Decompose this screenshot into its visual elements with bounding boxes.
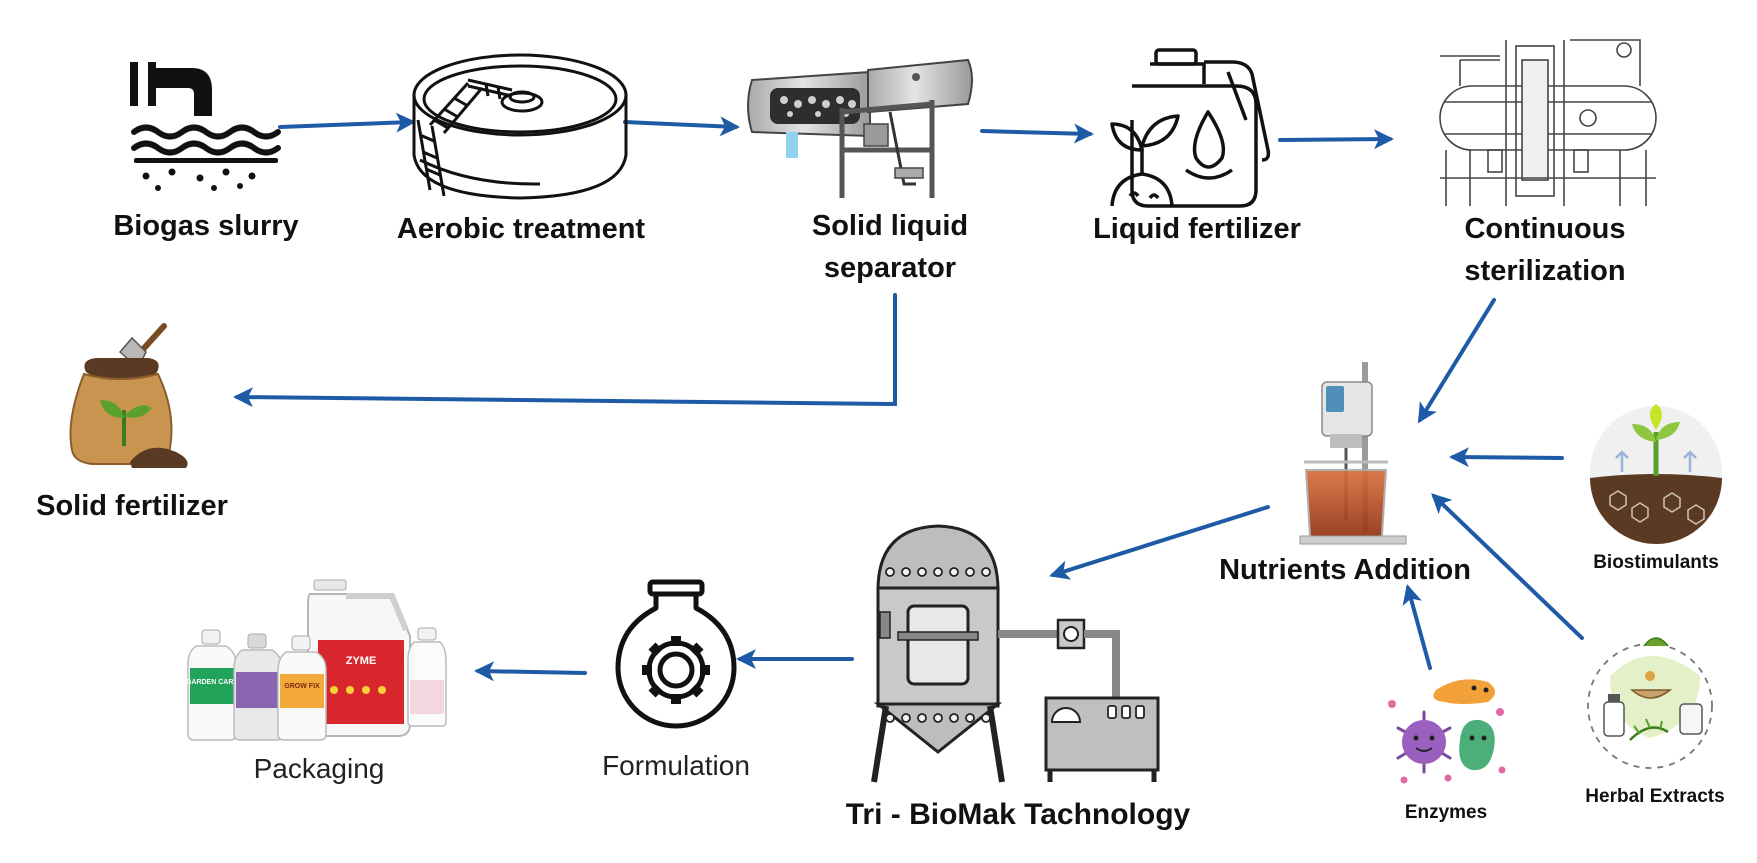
arrow-formulation-to-packaging [474,661,587,682]
label-continuous-sterilization-line1: Continuous [1464,213,1626,245]
screw-press-icon [747,58,973,198]
label-solid-liquid-separator-line1: Solid liquid [811,210,969,242]
arrow-aerobic-to-separator [623,116,740,137]
fertilizer-sack-icon [69,323,188,468]
label-packaging: Packaging [253,753,385,784]
sterilizer-vessel-icon [1439,39,1657,206]
label-biogas-slurry: Biogas slurry [113,210,299,242]
circular-tank-icon [412,53,628,200]
arrow-herbal-to-nutrients [1431,493,1584,640]
arrow-nutrients-to-biomak [1049,505,1270,580]
fermenter-tank-icon [871,524,1160,783]
pipe-waves-icon [130,62,281,191]
herbal-extract-icon [1587,637,1713,769]
arrow-liquid-to-sterilization [1278,129,1394,150]
product-bottle-3-text: GROW FIX [284,683,320,690]
jerrycan-plant-icon [1110,48,1271,208]
label-solid-liquid-separator-line2: separator [823,252,957,284]
label-biostimulants: Biostimulants [1593,552,1719,573]
product-bottles-icon: ZYME GARDEN CARE GROW FIX [186,579,447,741]
soil-sprout-icon [1590,404,1722,544]
arrow-biostimulants-to-nutrients [1449,447,1564,468]
flask-gear-icon [615,579,737,729]
stirrer-beaker-icon [1299,362,1407,545]
flow-arrows [233,112,1584,682]
label-aerobic-treatment: Aerobic treatment [396,213,646,245]
label-herbal-extracts: Herbal Extracts [1585,786,1725,807]
label-nutrients-addition: Nutrients Addition [1219,554,1471,586]
arrow-slurry-to-aerobic [278,112,416,133]
arrow-separator-to-liquid [980,123,1094,144]
microbes-icon [1388,679,1506,784]
arrow-enzymes-to-nutrients [1402,584,1432,670]
label-liquid-fertilizer: Liquid fertilizer [1093,213,1301,245]
arrow-separator-to-solid [233,293,897,408]
product-bottle-1-text: GARDEN CARE [186,679,238,686]
label-solid-fertilizer: Solid fertilizer [36,490,228,522]
label-enzymes: Enzymes [1404,802,1488,823]
arrow-sterilization-to-nutrients [1417,298,1496,424]
label-tri-biomak: Tri - BioMak Tachnology [845,798,1191,831]
label-formulation: Formulation [602,750,750,781]
product-jerrycan-text: ZYME [346,655,377,667]
label-continuous-sterilization-line2: sterilization [1464,255,1626,287]
